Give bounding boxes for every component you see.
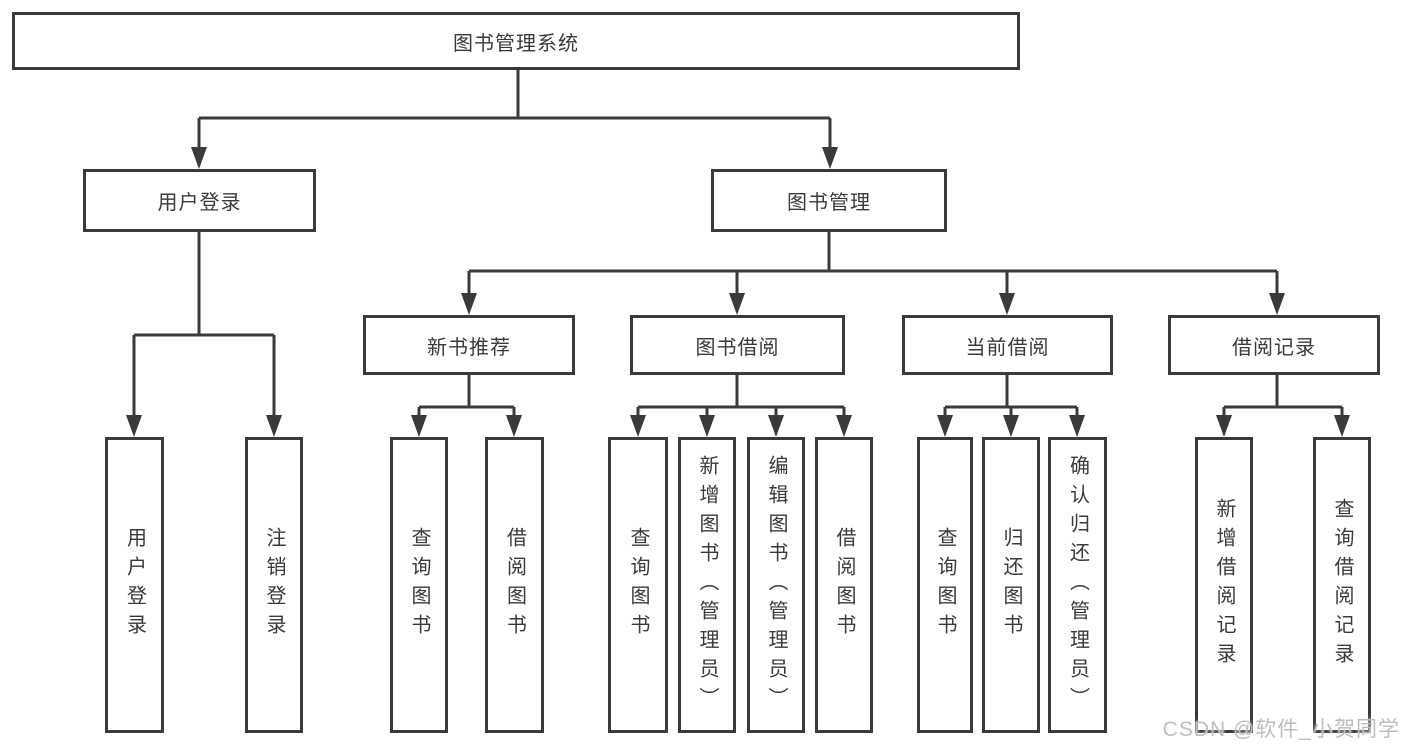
- leaf-logout-label: 注销登录: [263, 527, 285, 643]
- leaf-logout: 注销登录: [245, 437, 303, 733]
- node-book-management-label: 图书管理: [787, 192, 871, 214]
- leaf-newbook-query-books: 查询图书: [390, 437, 448, 733]
- node-book-borrowing: 图书借阅: [630, 315, 845, 375]
- leaf-record-add-borrow-record: 新增借阅记录: [1195, 437, 1253, 733]
- node-borrowing-records-label: 借阅记录: [1232, 336, 1316, 359]
- csdn-watermark: CSDN @软件_小贺同学: [1162, 718, 1400, 741]
- leaf-newbook-borrow-books-label: 借阅图书: [503, 527, 526, 643]
- leaf-user-login: 用户登录: [105, 437, 164, 733]
- leaf-record-query-borrow-record-label: 查询借阅记录: [1331, 498, 1353, 672]
- leaf-current-return-books: 归还图书: [982, 437, 1040, 733]
- leaf-current-confirm-return-admin: 确认归还（管理员）: [1048, 437, 1107, 733]
- leaf-borrow-borrow-books: 借阅图书: [815, 437, 873, 733]
- leaf-record-query-borrow-record: 查询借阅记录: [1313, 437, 1371, 733]
- node-book-borrowing-label: 图书借阅: [695, 336, 780, 359]
- leaf-borrow-add-books-admin: 新增图书（管理员）: [678, 437, 736, 733]
- leaf-current-confirm-return-admin-label: 确认归还（管理员）: [1066, 454, 1089, 716]
- node-user-login-label: 用户登录: [157, 192, 242, 214]
- arrowheads: [126, 147, 1350, 437]
- node-book-management: 图书管理: [711, 169, 947, 232]
- node-current-borrowing: 当前借阅: [902, 315, 1113, 375]
- node-new-book-recommend-label: 新书推荐: [427, 336, 511, 359]
- leaf-current-return-books-label: 归还图书: [1000, 527, 1022, 643]
- leaf-newbook-query-books-label: 查询图书: [408, 527, 430, 643]
- node-current-borrowing-label: 当前借阅: [965, 336, 1050, 359]
- leaf-current-query-books: 查询图书: [917, 437, 973, 733]
- leaf-borrow-edit-books-admin: 编辑图书（管理员）: [747, 437, 805, 733]
- leaf-borrow-add-books-admin-label: 新增图书（管理员）: [696, 454, 718, 716]
- node-user-login: 用户登录: [83, 169, 316, 232]
- leaf-current-query-books-label: 查询图书: [934, 527, 956, 643]
- leaf-newbook-borrow-books: 借阅图书: [485, 437, 544, 733]
- node-root: 图书管理系统: [12, 12, 1020, 70]
- leaf-record-add-borrow-record-label: 新增借阅记录: [1213, 498, 1235, 672]
- leaf-user-login-label: 用户登录: [123, 527, 146, 643]
- leaf-borrow-edit-books-admin-label: 编辑图书（管理员）: [765, 454, 787, 716]
- leaf-borrow-query-books-label: 查询图书: [627, 527, 649, 643]
- node-root-label: 图书管理系统: [453, 32, 579, 55]
- node-borrowing-records: 借阅记录: [1168, 315, 1380, 375]
- leaf-borrow-query-books: 查询图书: [608, 437, 668, 733]
- leaf-borrow-borrow-books-label: 借阅图书: [833, 527, 855, 643]
- node-new-book-recommend: 新书推荐: [363, 315, 575, 375]
